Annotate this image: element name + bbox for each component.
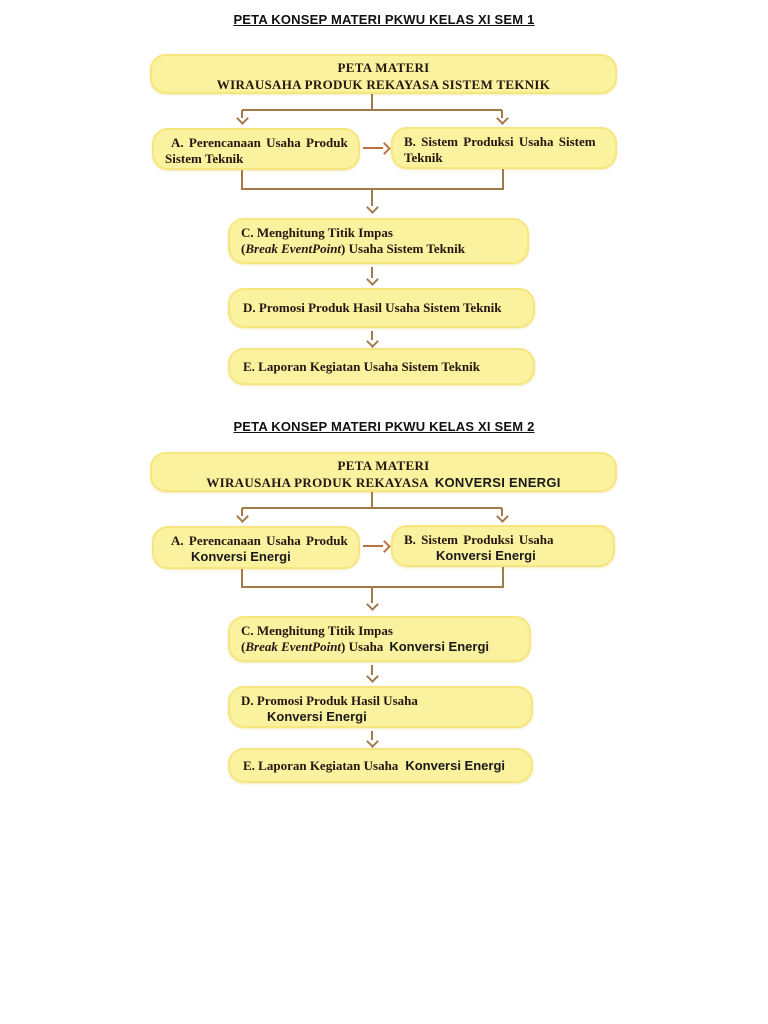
box-c-sem2-line2: (Break EventPoint) Usaha Konversi Energi bbox=[241, 639, 521, 655]
box-a-sem1-line2: Sistem Teknik bbox=[165, 151, 244, 166]
connector-stem-sem1 bbox=[371, 94, 373, 110]
box-c-sem2-line1: C. Menghitung Titik Impas bbox=[241, 623, 393, 638]
box-e-sem1-text: E. Laporan Kegiatan Usaha Sistem Teknik bbox=[243, 358, 480, 374]
box-c-sem1: C. Menghitung Titik Impas (Break EventPo… bbox=[228, 218, 529, 264]
break-event-point-italic-sem2: Break EventPoint bbox=[245, 639, 342, 654]
box-c-sem1-line2-rest: ) Usaha Sistem Teknik bbox=[341, 241, 465, 256]
box-b-sem2-line2: Konversi Energi bbox=[436, 548, 536, 563]
main-box-sem1-line2: WIRAUSAHA PRODUK REKAYASA SISTEM TEKNIK bbox=[216, 77, 551, 92]
arrowhead-to-c-sem2 bbox=[366, 598, 379, 611]
arrow-a-to-b-sem1 bbox=[363, 147, 383, 149]
connector-stem-sem2 bbox=[371, 492, 373, 508]
connector-drop-right-sem1 bbox=[501, 110, 503, 118]
main-box-sem2: PETA MATERI WIRAUSAHA PRODUK REKAYASA KON… bbox=[150, 452, 617, 492]
box-d-sem1-text: D. Promosi Produk Hasil Usaha Sistem Tek… bbox=[243, 300, 502, 315]
page-title-sem2: PETA KONSEP MATERI PKWU KELAS XI SEM 2 bbox=[233, 419, 535, 434]
box-d-sem1: D. Promosi Produk Hasil Usaha Sistem Tek… bbox=[228, 288, 535, 328]
break-event-point-italic: Break EventPoint bbox=[245, 241, 342, 256]
box-c-sem2-line2-sans: Konversi Energi bbox=[389, 639, 490, 654]
box-d-sem2-line2: Konversi Energi bbox=[267, 709, 367, 724]
connector-drop-left-sem1 bbox=[241, 110, 243, 118]
box-d-sem2-line1: D. Promosi Produk Hasil Usaha bbox=[241, 693, 418, 708]
arrow-a-to-b-sem2 bbox=[363, 545, 383, 547]
connector-drop-right-sem2 bbox=[501, 508, 503, 516]
box-c-sem1-line1: C. Menghitung Titik Impas bbox=[241, 225, 393, 240]
arrowhead-c-to-d-sem2 bbox=[366, 670, 379, 683]
arrowhead-to-b-sem2 bbox=[496, 510, 509, 523]
arrow-d-to-e-sem2 bbox=[371, 731, 373, 740]
box-b-sem1-line1: B. Sistem Produksi Usaha Sistem bbox=[404, 134, 596, 149]
main-box-sem2-line2-serif: WIRAUSAHA PRODUK REKAYASA bbox=[206, 475, 429, 490]
connector-branch-sem1 bbox=[242, 109, 502, 111]
box-b-sem2: B. Sistem Produksi Usaha Konversi Energi bbox=[391, 525, 615, 567]
connector-a-down-sem1 bbox=[241, 170, 243, 189]
main-box-sem2-line1: PETA MATERI bbox=[337, 458, 430, 473]
box-e-sem2: E. Laporan Kegiatan Usaha Konversi Energ… bbox=[228, 748, 533, 783]
box-a-sem2: A. Perencanaan Usaha Produk Konversi Ene… bbox=[152, 526, 360, 569]
paren-open: ( bbox=[241, 241, 246, 256]
arrowhead-d-to-e-sem2 bbox=[366, 735, 379, 748]
box-c-sem2: C. Menghitung Titik Impas (Break EventPo… bbox=[228, 616, 531, 662]
box-e-sem2-sans: Konversi Energi bbox=[405, 757, 506, 773]
box-b-sem1: B. Sistem Produksi Usaha Sistem Teknik bbox=[391, 127, 617, 169]
arrowhead-a-to-b-sem2 bbox=[378, 540, 391, 553]
connector-a-down-sem2 bbox=[241, 569, 243, 587]
arrow-d-to-e-sem1 bbox=[371, 331, 373, 340]
connector-b-down-sem1 bbox=[502, 169, 504, 189]
connector-merge-stem-sem2 bbox=[371, 587, 373, 603]
arrow-c-to-d-sem2 bbox=[371, 665, 373, 675]
box-b-sem2-line1: B. Sistem Produksi Usaha bbox=[404, 532, 554, 547]
connector-drop-left-sem2 bbox=[241, 508, 243, 516]
arrowhead-to-a-sem2 bbox=[236, 510, 249, 523]
box-b-sem1-line2: Teknik bbox=[404, 150, 443, 165]
main-box-sem1: PETA MATERI WIRAUSAHA PRODUK REKAYASA SI… bbox=[150, 54, 617, 94]
paren-open-sem2: ( bbox=[241, 639, 246, 654]
box-a-sem2-line2: Konversi Energi bbox=[191, 549, 291, 564]
connector-b-down-sem2 bbox=[502, 567, 504, 587]
box-a-sem1: A. Perencanaan Usaha Produk Sistem Tekni… bbox=[152, 128, 360, 170]
box-c-sem1-line2: (Break EventPoint) Usaha Sistem Teknik bbox=[241, 241, 519, 257]
main-box-sem2-line2-sans: KONVERSI ENERGI bbox=[434, 475, 561, 490]
main-box-sem2-line2: WIRAUSAHA PRODUK REKAYASA KONVERSI ENERGI bbox=[152, 474, 615, 491]
arrow-c-to-d-sem1 bbox=[371, 267, 373, 278]
page-title-sem1: PETA KONSEP MATERI PKWU KELAS XI SEM 1 bbox=[233, 12, 535, 27]
connector-merge-stem-sem1 bbox=[371, 189, 373, 206]
box-a-sem2-line1: A. Perencanaan Usaha Produk bbox=[171, 533, 348, 548]
box-c-sem2-line2-serif: ) Usaha bbox=[341, 639, 384, 654]
box-d-sem2: D. Promosi Produk Hasil Usaha Konversi E… bbox=[228, 686, 533, 728]
main-box-sem1-line1: PETA MATERI bbox=[337, 60, 430, 75]
box-e-sem1: E. Laporan Kegiatan Usaha Sistem Teknik bbox=[228, 348, 535, 385]
box-e-sem2-serif: E. Laporan Kegiatan Usaha bbox=[243, 757, 399, 773]
box-a-sem1-line1: A. Perencanaan Usaha Produk bbox=[171, 135, 348, 150]
connector-branch-sem2 bbox=[242, 507, 502, 509]
